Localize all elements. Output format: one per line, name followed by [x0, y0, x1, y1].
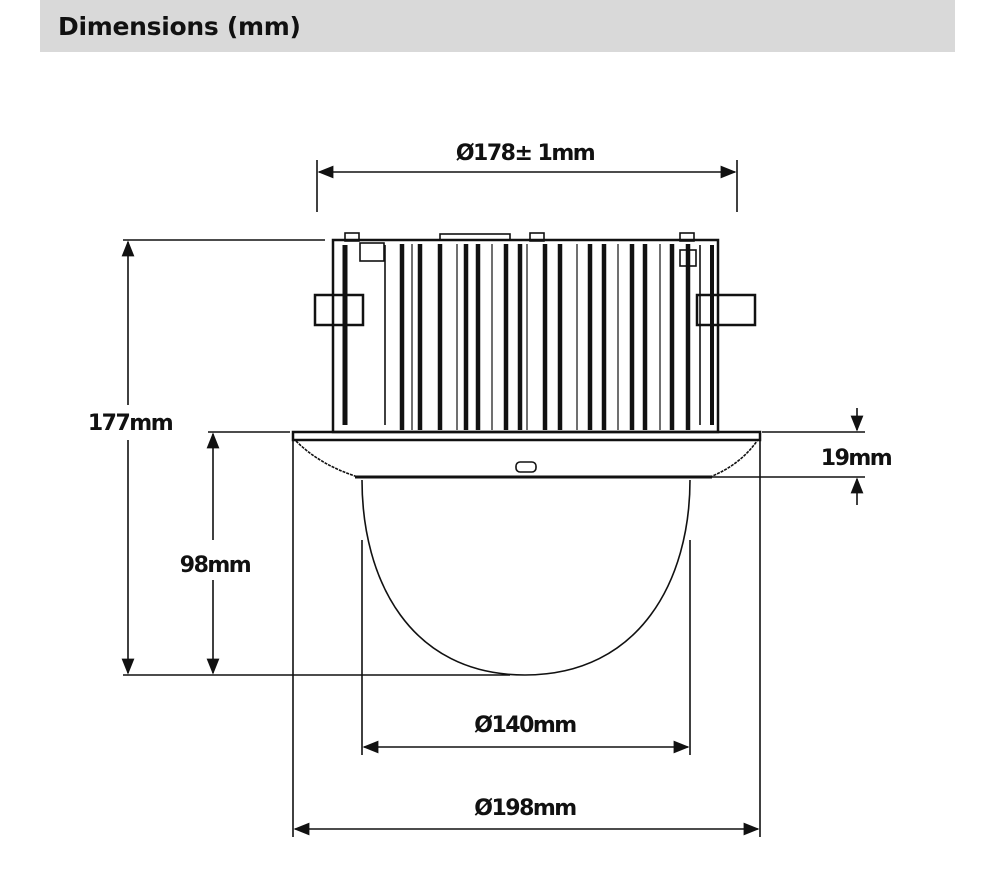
trim-diameter-label: Ø198mm: [474, 796, 576, 821]
trim-height-label: 19mm: [821, 446, 892, 471]
left-mount-bracket: [313, 293, 365, 327]
camera-dome: [361, 479, 691, 676]
section-title: Dimensions (mm): [58, 12, 301, 41]
heat-sink-fins: [399, 244, 691, 430]
trim-ring: [291, 430, 762, 479]
right-mount-bracket: [695, 293, 757, 327]
dome-height-label: 98mm: [180, 553, 251, 578]
section-header: Dimensions (mm): [40, 0, 955, 52]
total-height-label: 177mm: [88, 411, 173, 436]
camera-housing: [313, 232, 757, 434]
dome-diameter-label: Ø140mm: [474, 713, 576, 738]
housing-diameter-label: Ø178± 1mm: [456, 141, 595, 166]
